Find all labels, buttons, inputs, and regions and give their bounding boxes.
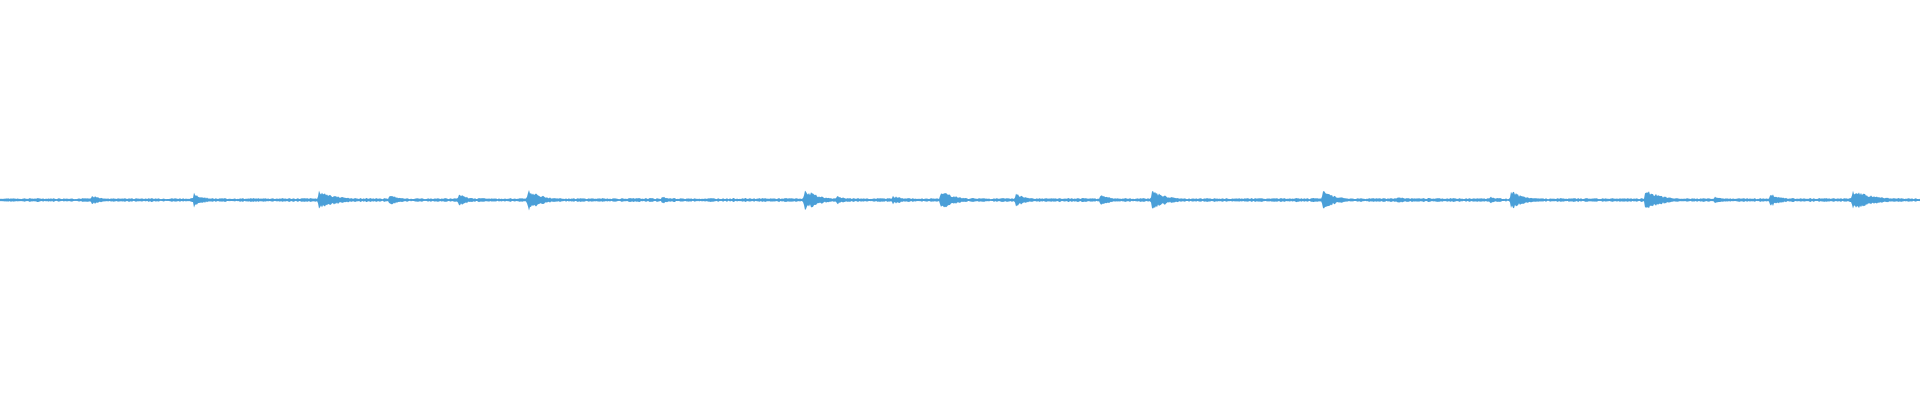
- waveform-amplitude: [0, 189, 1920, 211]
